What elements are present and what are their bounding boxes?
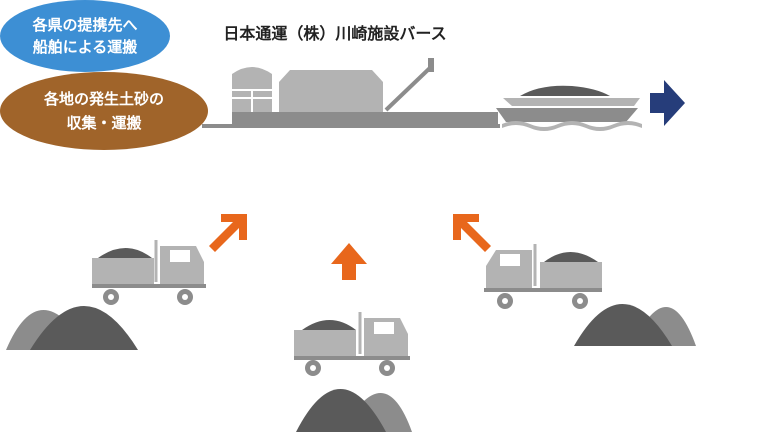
facility-title: 日本通運（株）川崎施設バース (223, 24, 447, 43)
center-soil-mound-icon (296, 389, 412, 432)
collection-line-2: 収集・運搬 (66, 114, 142, 132)
ship-icon (496, 85, 642, 131)
ship-direction-arrow-icon (650, 80, 685, 126)
destination-line-1: 各県の提携先へ (32, 16, 138, 34)
destination-line-2: 船舶による運搬 (32, 38, 138, 56)
left-soil-mound-icon (6, 306, 138, 350)
collection-bubble: 各地の発生土砂の 収集・運搬 (0, 72, 208, 150)
berth-ground (202, 124, 500, 128)
right-up-arrow-icon (453, 214, 491, 252)
left-truck-icon (92, 240, 206, 305)
center-truck-icon (294, 312, 410, 376)
right-soil-mound-icon (574, 304, 696, 346)
left-up-arrow-icon (209, 214, 247, 252)
crane-icon (384, 58, 434, 112)
facility-base (232, 112, 498, 124)
destination-bubble: 各県の提携先へ 船舶による運搬 (0, 0, 170, 72)
collection-line-1: 各地の発生土砂の (43, 90, 164, 108)
facility-dome-building-icon (232, 67, 272, 112)
right-truck-icon (484, 244, 602, 309)
center-up-arrow-icon (331, 243, 367, 280)
facility-warehouse-building-icon (279, 70, 383, 112)
